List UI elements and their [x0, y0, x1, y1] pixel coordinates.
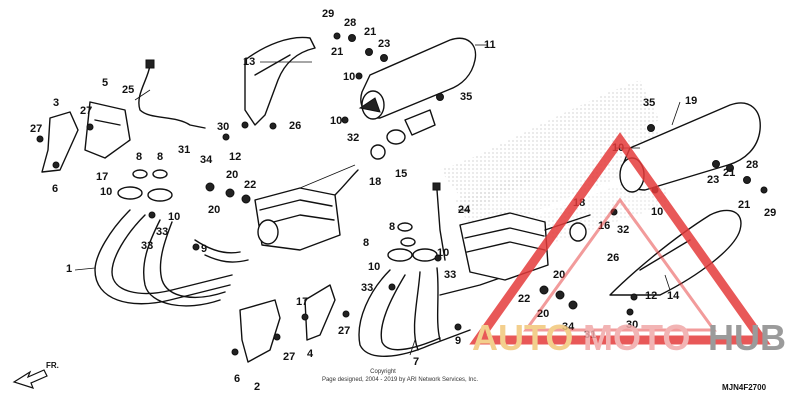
callout-35: 35 — [460, 91, 472, 103]
callout-10: 10 — [168, 211, 180, 223]
exhaust-header-right[interactable] — [358, 267, 501, 357]
callout-13: 13 — [243, 56, 255, 68]
copyright-line-2: Page designed, 2004 - 2019 by ARI Networ… — [322, 377, 478, 383]
heat-shield-upper[interactable] — [244, 36, 316, 126]
fasteners — [36, 32, 768, 356]
callout-11: 11 — [484, 39, 496, 51]
callout-27: 27 — [338, 325, 350, 337]
callout-27: 27 — [30, 123, 42, 135]
callout-33: 33 — [444, 269, 456, 281]
callout-8: 8 — [136, 151, 142, 163]
callout-20: 20 — [226, 169, 238, 181]
callout-7: 7 — [413, 356, 419, 368]
washer-rings[interactable] — [132, 169, 168, 179]
callout-22: 22 — [244, 179, 256, 191]
callout-6: 6 — [234, 373, 240, 385]
bracket-5[interactable] — [84, 101, 131, 159]
callout-23: 23 — [378, 38, 390, 50]
callout-10: 10 — [343, 71, 355, 83]
gasket-left-upper[interactable] — [117, 186, 173, 202]
callout-24: 24 — [458, 204, 471, 216]
callout-28: 28 — [746, 159, 758, 171]
callout-10: 10 — [368, 261, 380, 273]
exhaust-header-left[interactable] — [94, 209, 249, 307]
o2-sensor-cable[interactable] — [138, 59, 206, 129]
callout-33: 33 — [361, 282, 373, 294]
watermark-text-auto: AUTO — [472, 317, 573, 358]
callout-28: 28 — [344, 17, 356, 29]
callout-29: 29 — [764, 207, 776, 219]
callout-4: 4 — [307, 348, 314, 360]
callout-29: 29 — [322, 8, 334, 20]
callout-21: 21 — [364, 26, 376, 38]
catalyzer-chamber-right[interactable] — [459, 212, 591, 281]
callout-33: 33 — [156, 226, 168, 238]
callout-30: 30 — [217, 121, 229, 133]
callout-14: 14 — [667, 290, 680, 302]
callout-10: 10 — [330, 115, 342, 127]
callout-9: 9 — [455, 335, 461, 347]
catalyzer-chamber-left[interactable] — [254, 169, 359, 251]
callout-10: 10 — [100, 186, 112, 198]
callout-9: 9 — [201, 243, 207, 255]
o2-sensor-right[interactable] — [432, 182, 446, 262]
watermark-text-hub: HUB — [708, 317, 786, 358]
front-label: FR. — [46, 361, 59, 370]
callout-10: 10 — [437, 247, 449, 259]
callout-34: 34 — [200, 154, 213, 166]
callout-32: 32 — [347, 132, 359, 144]
callout-3: 3 — [53, 97, 59, 109]
callout-17: 17 — [96, 171, 108, 183]
callout-33: 33 — [141, 240, 153, 252]
callout-2: 2 — [254, 381, 260, 393]
lower-shield-2[interactable] — [239, 299, 281, 363]
gasket-right-upper[interactable] — [387, 222, 438, 262]
callout-22: 22 — [518, 293, 530, 305]
callout-26: 26 — [607, 252, 619, 264]
watermark-logo: AUTO MOTO HUB — [469, 132, 786, 358]
callout-18: 18 — [369, 176, 381, 188]
callout-6: 6 — [52, 183, 58, 195]
callout-labels: 29 28 21 21 23 13 11 10 35 10 25 5 3 27 … — [30, 8, 776, 393]
warning-triangle-icon — [469, 132, 771, 345]
lower-shield-4[interactable] — [304, 284, 336, 341]
watermark-text-moto: MOTO — [583, 317, 690, 358]
front-direction-arrow: FR. — [12, 361, 59, 389]
callout-32: 32 — [617, 224, 629, 236]
callout-17: 17 — [296, 296, 308, 308]
callout-27: 27 — [80, 105, 92, 117]
callout-21: 21 — [331, 46, 343, 58]
muffler-pipe-joint[interactable] — [370, 109, 436, 160]
callout-30: 30 — [626, 319, 638, 331]
callout-8: 8 — [363, 237, 369, 249]
callout-12: 12 — [645, 290, 657, 302]
muffler-upper[interactable] — [358, 37, 477, 120]
callout-20: 20 — [208, 204, 220, 216]
diagram-code: MJN4F2700 — [722, 383, 767, 392]
callout-31: 31 — [178, 144, 190, 156]
callout-1: 1 — [66, 263, 72, 275]
callout-21: 21 — [723, 167, 735, 179]
callout-27: 27 — [283, 351, 295, 363]
callout-12: 12 — [229, 151, 241, 163]
callout-10: 10 — [651, 206, 663, 218]
copyright-line-1: Copyright — [370, 369, 396, 375]
callout-15: 15 — [395, 168, 407, 180]
copyright-notice: Copyright Page designed, 2004 - 2019 by … — [322, 369, 478, 383]
callout-26: 26 — [289, 120, 301, 132]
callout-16: 16 — [598, 220, 610, 232]
callout-35: 35 — [643, 97, 655, 109]
heat-shield-right[interactable] — [609, 209, 742, 296]
bracket-3[interactable] — [41, 111, 79, 173]
callout-8: 8 — [157, 151, 163, 163]
callout-8: 8 — [389, 221, 395, 233]
callout-19: 19 — [685, 95, 697, 107]
callout-23: 23 — [707, 174, 719, 186]
callout-25: 25 — [122, 84, 134, 96]
callout-21: 21 — [738, 199, 750, 211]
callout-5: 5 — [102, 77, 108, 89]
